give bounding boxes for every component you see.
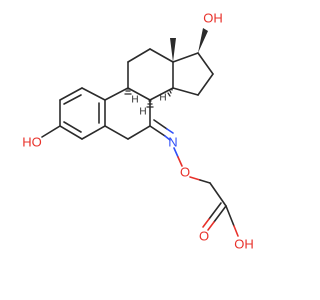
bond-o-ch2-red bbox=[189, 176, 201, 181]
label-acid-oh: OH bbox=[234, 237, 254, 252]
bond-c6-c5 bbox=[104, 125, 129, 140]
bond-n-o-red bbox=[177, 156, 183, 167]
label-oh-top: OH bbox=[203, 11, 223, 26]
bond-c-o-carbonyl-double bbox=[208, 202, 222, 220]
bond-c15-c14 bbox=[172, 87, 199, 96]
bond-c7-n bbox=[149, 125, 166, 137]
structure-diagram: HO OH N O O OH H H H bbox=[22, 11, 254, 252]
bond-c9-c8 bbox=[127, 87, 151, 101]
bond-c14-c8 bbox=[149, 87, 174, 101]
bond-c7-n-blue bbox=[164, 135, 171, 141]
ring-d bbox=[172, 52, 214, 96]
bond-c7-n-double bbox=[153, 119, 168, 130]
c9-h-hash bbox=[124, 88, 132, 95]
c8-h-hash bbox=[146, 100, 154, 108]
bond-o-ch2 bbox=[199, 179, 211, 184]
bond-c-oh-acid-red bbox=[233, 225, 239, 237]
bond-c1-c2-double bbox=[63, 94, 82, 105]
bond-c-o-carbonyl bbox=[213, 205, 227, 223]
methyl-wedge bbox=[170, 38, 176, 62]
bond-c10-c1 bbox=[81, 87, 106, 101]
bond-c13-c17 bbox=[172, 52, 199, 63]
ring-b bbox=[104, 87, 151, 140]
bond-c17-c16 bbox=[197, 52, 214, 75]
c14-h-hash bbox=[167, 88, 173, 97]
bond-c-o-carbonyl-red bbox=[207, 221, 215, 231]
bond-c3-oh bbox=[41, 125, 61, 138]
ring-a bbox=[59, 87, 106, 140]
bond-ch2-cooh bbox=[209, 182, 227, 207]
label-h-c9: H bbox=[131, 95, 138, 106]
bond-c3-c4 bbox=[59, 125, 83, 140]
label-ether-oxygen: O bbox=[180, 165, 190, 180]
label-carbonyl-oxygen: O bbox=[199, 229, 209, 244]
bond-c16-c15 bbox=[197, 73, 214, 96]
bond-c-o-carbonyl-double-red bbox=[202, 218, 210, 228]
label-h-c8: H bbox=[139, 107, 146, 118]
bond-c12-c13 bbox=[149, 48, 174, 63]
bond-c1-c2 bbox=[59, 87, 83, 101]
bond-c10-c9 bbox=[104, 87, 129, 101]
bond-c11-c12 bbox=[127, 48, 151, 63]
bond-c7-c6 bbox=[127, 125, 151, 140]
label-oh-left: HO bbox=[22, 135, 42, 150]
bond-c-oh-acid bbox=[225, 205, 235, 227]
bond-c4-c5 bbox=[81, 125, 106, 140]
label-nitrogen: N bbox=[168, 135, 177, 150]
bond-c7-n-double-blue bbox=[166, 128, 174, 134]
bond-c3-c4-double bbox=[63, 121, 82, 133]
bond-n-o bbox=[173, 147, 179, 158]
ring-c bbox=[127, 48, 174, 101]
c17-oh-wedge bbox=[198, 28, 208, 53]
label-h-c14: H bbox=[159, 93, 166, 104]
